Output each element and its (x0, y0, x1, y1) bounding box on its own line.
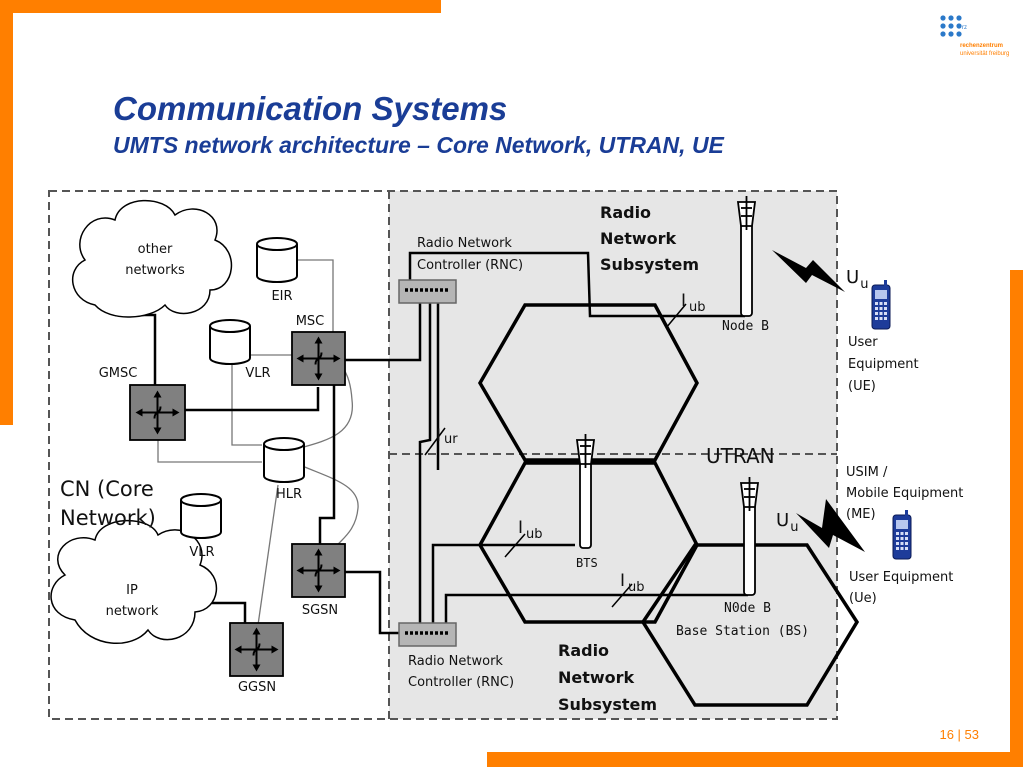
ggsn-label: GGSN (238, 680, 276, 695)
page-subtitle: UMTS network architecture – Core Network… (113, 132, 724, 158)
antenna-icon (736, 196, 757, 317)
switch-icon (129, 384, 186, 441)
other-networks-label: networks (125, 263, 185, 278)
database-icon (180, 493, 222, 539)
ue-top-label: (UE) (848, 379, 876, 394)
ue-top-label: Equipment (848, 357, 919, 372)
rns-bottom-label: Radio (558, 641, 609, 660)
cloud-icon (50, 519, 217, 644)
uu-label: Uu (846, 267, 868, 292)
other-networks-label: other (138, 242, 173, 257)
ue-bottom-label: (Ue) (849, 591, 877, 606)
logo-line1: rechenzentrum (960, 43, 1004, 49)
switch-icon (291, 543, 346, 598)
logo-line2: universität freiburg (960, 51, 1010, 57)
node-b-bs-label: Base Station (BS) (676, 624, 809, 639)
uu-label: Uu (776, 510, 798, 535)
gmsc-label: GMSC (99, 366, 138, 381)
ue-bottom-label: User Equipment (849, 570, 953, 585)
rnc-bottom-label: Radio Network (408, 654, 503, 669)
database-icon (209, 319, 251, 365)
rnc-top-label: Radio Network (417, 236, 512, 251)
rns-bottom-label: Network (558, 668, 635, 687)
ip-network-label: network (106, 604, 159, 619)
antenna-icon (739, 477, 760, 596)
diagram-outer-border (48, 190, 838, 720)
mobile-phone-icon (871, 279, 891, 330)
rnc-top-block (398, 279, 457, 304)
utran-upper-region (389, 191, 837, 454)
bottom-orange-bar (487, 752, 1023, 767)
cn-label: Network) (60, 506, 156, 530)
vlr-bottom-label: VLR (189, 545, 214, 560)
top-orange-bar (0, 0, 441, 13)
ip-network-label: IP (126, 583, 138, 598)
utran-lower-region (389, 454, 837, 719)
lightning-icon (772, 250, 845, 292)
database-icon (263, 437, 305, 483)
eir-label: EIR (271, 289, 292, 304)
switch-icon (229, 622, 284, 677)
bts-label: BTS (576, 556, 598, 570)
rns-bottom-label: Subsystem (558, 695, 657, 714)
lightning-icon (796, 499, 865, 552)
cloud-icon (71, 199, 232, 318)
ue-top-label: User (848, 335, 878, 350)
utran-label: UTRAN (706, 444, 775, 468)
usim-label: Mobile Equipment (846, 486, 963, 501)
node-b-label: Node B (722, 319, 769, 334)
antenna-icon (575, 434, 596, 549)
rz-logo: rz (940, 15, 967, 37)
cell-hexagon-right (640, 543, 860, 707)
cn-label: CN (Core (60, 477, 154, 501)
hlr-label: HLR (276, 487, 302, 502)
rns-top-label: Network (600, 229, 677, 248)
rnc-bottom-block (398, 622, 457, 647)
rns-top-label: Radio (600, 203, 651, 222)
page-title: Communication Systems (113, 90, 508, 127)
msc-label: MSC (296, 314, 325, 329)
switch-icon (291, 331, 346, 386)
usim-label: (ME) (846, 507, 876, 522)
usim-label: USIM / (846, 465, 888, 480)
vlr-top-label: VLR (245, 366, 270, 381)
rns-top-label: Subsystem (600, 255, 699, 274)
right-orange-bar (1010, 270, 1023, 767)
sgsn-label: SGSN (302, 603, 338, 618)
cell-hexagon-top (477, 303, 699, 462)
left-orange-bar (0, 0, 13, 425)
database-icon (256, 237, 298, 283)
rnc-bottom-label: Controller (RNC) (408, 675, 514, 690)
node-b-bs-label: N0de B (724, 601, 771, 616)
logo-mark: rz (962, 25, 967, 31)
rnc-top-label: Controller (RNC) (417, 258, 523, 273)
page-number: 16 | 53 (939, 727, 979, 742)
mobile-phone-icon (892, 509, 912, 560)
